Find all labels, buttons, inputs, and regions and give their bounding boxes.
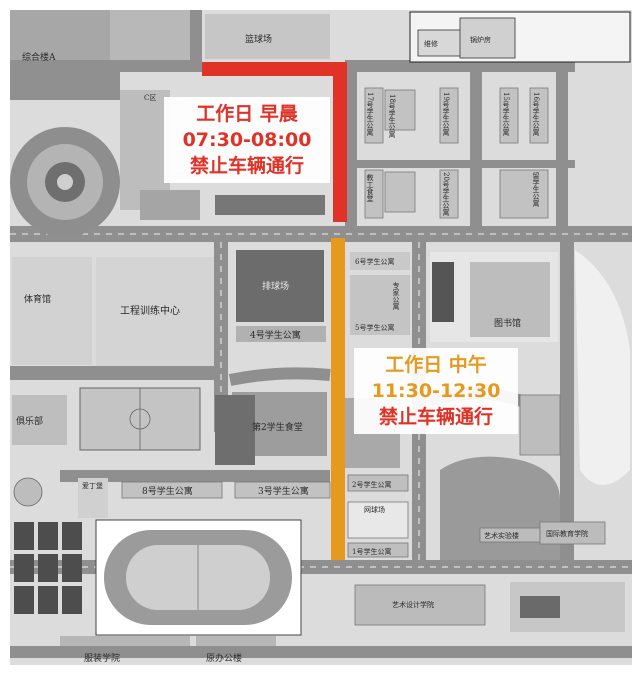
label-apt2: 2号学生公寓 <box>352 480 391 489</box>
route-noon <box>331 238 345 560</box>
label-apt15: 15号学生公寓 <box>502 92 510 137</box>
building-dark-strip <box>432 262 454 322</box>
label-lanqiu: 篮球场 <box>245 33 272 45</box>
label-cqu: C区 <box>144 94 156 102</box>
building-weixiu <box>417 29 464 57</box>
building-library <box>470 262 550 337</box>
basketball-courts-sw <box>14 522 82 614</box>
building-fuzhuang <box>60 636 190 646</box>
label-gongcheng: 工程训练中心 <box>120 304 180 317</box>
building-canteen-dark <box>215 395 255 465</box>
volleyball-court <box>236 250 324 322</box>
label-canteen2: 第2学生食堂 <box>252 421 303 433</box>
label-apt5: 5号学生公寓 <box>355 323 394 332</box>
building-zonghe <box>10 60 120 100</box>
label-liuxuesheng: 留学生公寓 <box>532 171 540 208</box>
notice-morning-time: 07:30-08:00 <box>182 129 312 151</box>
label-apt8: 8号学生公寓 <box>142 485 193 497</box>
label-apt16: 16号学生公寓 <box>532 92 540 137</box>
building-aidingbao <box>78 478 108 518</box>
label-paiqiu: 排球场 <box>262 280 289 292</box>
building-top <box>110 10 190 60</box>
building-right-mid <box>519 394 561 456</box>
building-long-dark <box>215 195 325 215</box>
route-morning-vertical <box>333 62 347 222</box>
notice-noon-time: 11:30-12:30 <box>371 380 501 402</box>
label-julebu: 俱乐部 <box>16 415 43 427</box>
label-apt17: 17号学生公寓 <box>366 92 374 137</box>
building-apt2 <box>347 474 409 492</box>
label-jiaoshi: 教工食堂 <box>366 173 374 202</box>
notice-noon-rule: 禁止车辆通行 <box>378 406 493 428</box>
route-morning <box>202 62 347 222</box>
label-guoji: 国际教育学院 <box>546 529 588 538</box>
notice-noon: 工作日 中午 11:30-12:30 禁止车辆通行 <box>354 348 518 434</box>
building-apt5 <box>350 275 410 335</box>
round-building-core <box>57 174 73 190</box>
label-yishu-shiyan: 艺术实验楼 <box>484 531 519 540</box>
label-wangqiu: 网球场 <box>364 505 385 514</box>
building-c2 <box>140 190 200 220</box>
lake-area <box>440 456 560 560</box>
building-guoji <box>539 521 606 545</box>
basketball-court-top <box>205 14 330 59</box>
label-apt20: 20号学生公寓 <box>442 172 450 217</box>
curve-road-2 <box>228 367 331 386</box>
label-apt3: 3号学生公寓 <box>258 485 309 497</box>
building-yuanban <box>196 636 276 646</box>
block-engineering <box>96 257 214 367</box>
building-yishu-sheji <box>354 584 486 626</box>
label-apt4: 4号学生公寓 <box>250 329 301 341</box>
label-yuanban: 原办公楼 <box>206 652 242 664</box>
building-apt8 <box>121 481 223 499</box>
notice-morning-rule: 禁止车辆通行 <box>189 155 304 177</box>
label-zhuanjia: 专家公寓 <box>392 281 400 311</box>
dorm-cluster-ne <box>364 87 549 219</box>
label-fuzhuang: 服装学院 <box>84 652 120 664</box>
label-apt18: 18号学生公寓 <box>388 94 396 139</box>
tennis-court <box>347 501 409 539</box>
block-gym <box>12 257 92 365</box>
label-library: 图书馆 <box>494 317 521 329</box>
round-plaza <box>13 477 43 507</box>
label-apt1: 1号学生公寓 <box>352 547 391 556</box>
building-apt3 <box>234 481 331 499</box>
green-area-right <box>575 250 630 485</box>
label-tiyuguan: 体育馆 <box>24 293 51 305</box>
building-julebu <box>12 395 67 445</box>
building-se-dark <box>520 596 560 618</box>
label-apt6: 6号学生公寓 <box>355 257 394 266</box>
building-apt6 <box>350 252 410 270</box>
route-morning-horizontal <box>202 62 347 76</box>
building-apt1 <box>347 542 409 558</box>
notice-morning: 工作日 早晨 07:30-08:00 禁止车辆通行 <box>164 97 330 183</box>
road-network <box>10 10 632 658</box>
building-apt4 <box>236 326 326 342</box>
notice-morning-title: 工作日 早晨 <box>196 103 298 125</box>
label-guolu: 锅炉房 <box>470 35 491 44</box>
notice-noon-title: 工作日 中午 <box>385 354 487 376</box>
label-weixiu: 维修 <box>424 39 438 48</box>
label-zonghe: 综合楼A <box>22 51 56 63</box>
label-yishu-sheji: 艺术设计学院 <box>392 600 434 609</box>
label-aidingbao: 爱丁堡 <box>82 481 103 490</box>
building-guolu <box>459 17 516 59</box>
label-apt19: 19号学生公寓 <box>442 92 450 137</box>
